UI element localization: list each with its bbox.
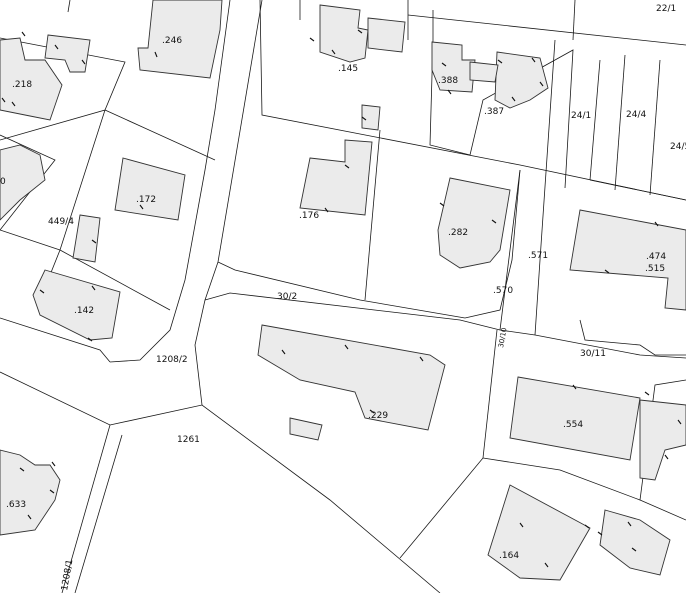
- label-515: .515: [645, 264, 665, 274]
- label-246: .246: [162, 36, 182, 46]
- buildings: [0, 0, 686, 581]
- boundary-markers: [1, 29, 682, 568]
- label-1208-2: 1208/2: [156, 355, 188, 365]
- label-24-4: 24/4: [626, 110, 646, 120]
- parcel-labels: .246 .145 22/1 .218 .388 .387 24/1 24/4 …: [0, 4, 686, 592]
- label-474: .474: [646, 252, 666, 262]
- label-387: .387: [484, 107, 504, 117]
- label-571: .571: [528, 251, 548, 261]
- label-172: .172: [136, 195, 156, 205]
- label-30-10: 30/10: [497, 327, 508, 348]
- label-24-1: 24/1: [571, 111, 591, 121]
- label-388: .388: [438, 76, 458, 86]
- label-229: .229: [368, 411, 388, 421]
- label-24-5: 24/5: [670, 142, 686, 152]
- label-570: .570: [493, 286, 513, 296]
- label-554: .554: [563, 420, 583, 430]
- label-176: .176: [299, 211, 319, 221]
- label-449-4: 449/4: [48, 217, 74, 227]
- label-1208-1: 1208/1: [60, 559, 75, 592]
- label-left-cut: 0: [0, 177, 6, 187]
- label-22-1: 22/1: [656, 4, 676, 14]
- label-30-11: 30/11: [580, 349, 606, 359]
- label-1261: 1261: [177, 435, 200, 445]
- label-145: .145: [338, 64, 358, 74]
- label-633: .633: [6, 500, 26, 510]
- label-164: .164: [499, 551, 519, 561]
- label-30-2: 30/2: [277, 292, 297, 302]
- label-218: .218: [12, 80, 32, 90]
- label-282: .282: [448, 228, 468, 238]
- label-142: .142: [74, 306, 94, 316]
